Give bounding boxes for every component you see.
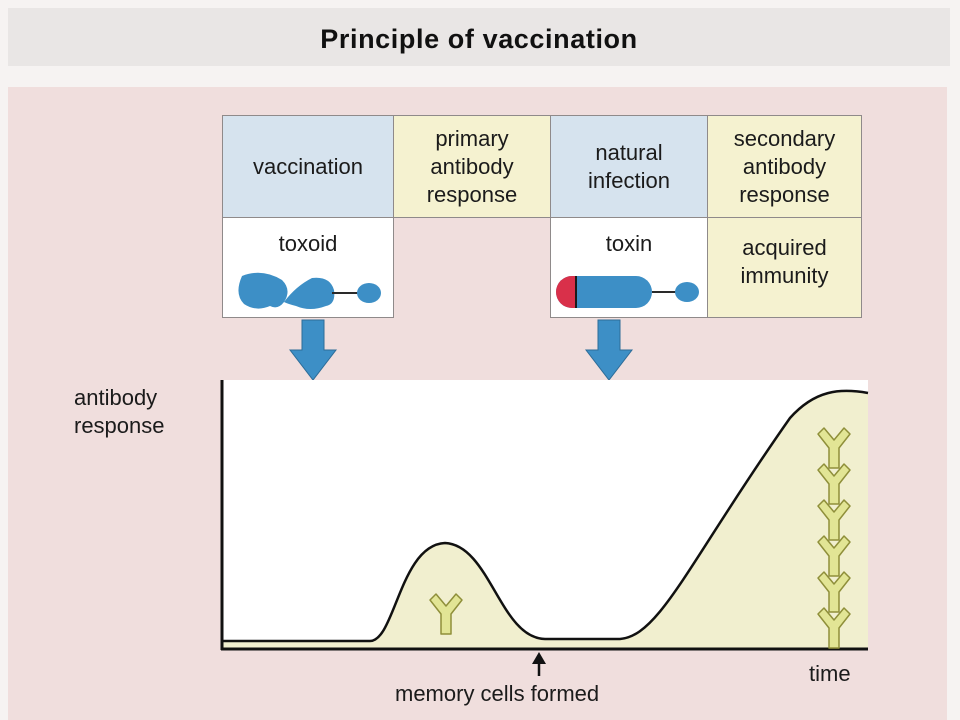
toxin-molecule-icon — [556, 276, 699, 308]
up-arrow-icon — [532, 652, 546, 676]
cell-secondary-antibody-response: secondary antibody response — [707, 115, 862, 218]
antibody-response-area — [222, 390, 868, 648]
down-arrow-icon — [288, 319, 338, 381]
cell-natural-infection: natural infection — [550, 115, 708, 218]
toxoid-molecule-icon — [238, 272, 381, 309]
cell-acquired-immunity: acquired immunity — [707, 217, 862, 318]
title-bar: Principle of vaccination — [8, 8, 950, 66]
cell-primary-antibody-response: primary antibody response — [393, 115, 551, 218]
page-title: Principle of vaccination — [320, 24, 638, 54]
x-axis-label: time — [809, 661, 851, 686]
memory-cells-label: memory cells formed — [395, 681, 600, 706]
y-axis-label: antibody response — [74, 385, 165, 438]
antibody-response-curve — [222, 389, 869, 643]
down-arrow-icon — [584, 319, 634, 381]
